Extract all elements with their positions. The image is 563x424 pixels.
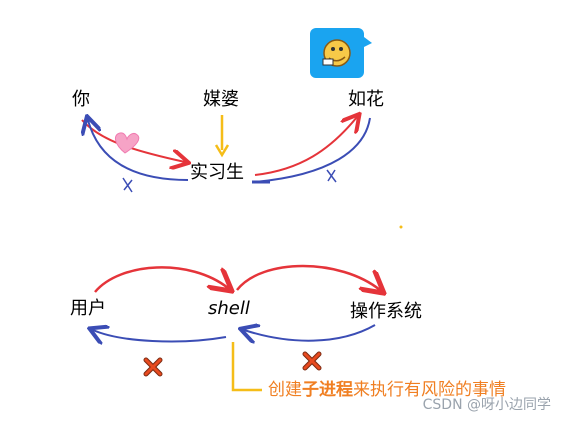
label-shell: shell [208,298,250,319]
blue-x-left [122,177,133,193]
os-to-shell-return-arrow [244,325,376,341]
emoji-sticker-icon [310,28,372,78]
cross-icon [302,351,322,371]
note-suffix: 来执行有风险的事情 [353,380,506,400]
note-prefix: 创建 [268,380,302,400]
note-bold: 子进程 [302,380,353,400]
intern-to-flower-arrow [254,117,357,176]
label-os: 操作系统 [350,301,422,322]
label-intern: 实习生 [190,162,244,183]
user-to-shell-arrow [94,266,228,292]
flower-to-intern-return-arrow [254,117,371,183]
cross-icon [143,357,163,377]
blue-x-right [326,169,337,183]
shell-to-user-return-arrow [93,330,227,341]
intern-to-you-return-arrow [88,120,189,181]
label-you: 你 [72,89,90,110]
heart-icon [114,132,140,154]
watermark: CSDN @呀小边同学 [422,397,551,413]
label-flower: 如花 [348,89,384,110]
shell-to-os-arrow [236,264,380,290]
shell-note-connector [231,342,262,392]
subprocess-note: 创建子进程来执行有风险的事情 [268,382,506,399]
label-user: 用户 [70,298,106,319]
label-matchmaker: 媒婆 [203,89,239,110]
